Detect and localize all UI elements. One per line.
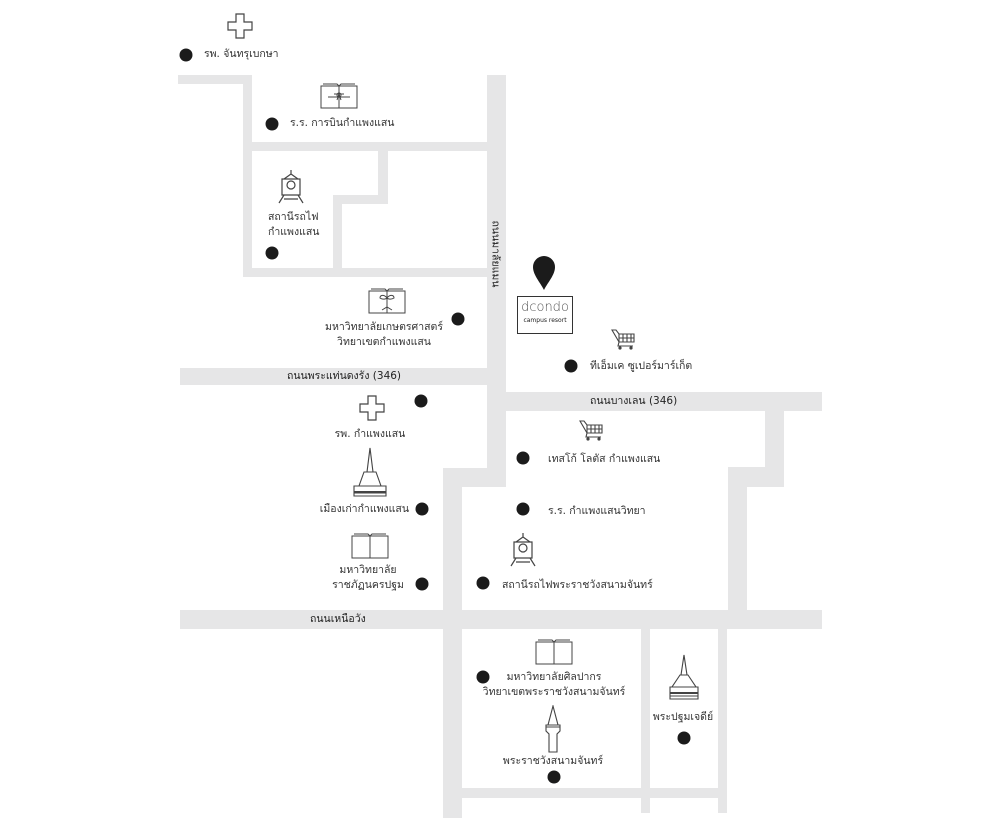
place-label-kps-hospital: รพ. กำแพงแสน xyxy=(334,428,406,440)
place-label-kps-station: สถานีรถไฟ กำแพงแสน xyxy=(268,210,319,240)
place-label-ku: มหาวิทยาลัยเกษตรศาสตร์ วิทยาเขตกำแพงแสน xyxy=(325,320,443,350)
road-phrataen xyxy=(180,368,487,385)
road xyxy=(178,75,252,84)
aviation-book-icon xyxy=(320,83,358,109)
place-label-aviation-school: ร.ร. การบินกำแพงแสน xyxy=(290,117,395,129)
map-marker[interactable] xyxy=(179,48,193,62)
map-marker[interactable] xyxy=(414,394,428,408)
road-label-nuawang: ถนนเหนือวัง xyxy=(310,613,366,625)
brand-tagline: campus resort xyxy=(523,317,567,324)
place-label-line: มหาวิทยาลัย xyxy=(339,564,397,576)
train-icon xyxy=(510,532,536,568)
road xyxy=(333,195,388,204)
road xyxy=(641,629,650,813)
hospital-cross-icon xyxy=(227,13,253,39)
place-label-palace: พระราชวังสนามจันทร์ xyxy=(502,755,604,767)
palace-tower-icon xyxy=(543,705,563,753)
road xyxy=(718,629,727,813)
hospital-cross-icon xyxy=(359,395,385,421)
map-marker[interactable] xyxy=(476,576,490,590)
shopping-cart-icon xyxy=(611,329,635,351)
map-marker[interactable] xyxy=(547,770,561,784)
book-icon xyxy=(351,533,389,559)
place-label-line: วิทยาเขตพระราชวังสนามจันทร์ xyxy=(482,686,626,698)
place-label-line: กำแพงแสน xyxy=(268,226,320,238)
place-label-line: วิทยาเขตกำแพงแสน xyxy=(337,336,431,348)
road-label-phrataen: ถนนพระแท่นดงรัง (346) xyxy=(286,370,402,382)
road xyxy=(443,468,462,818)
map-marker[interactable] xyxy=(564,359,578,373)
brand-name: dcondo xyxy=(521,300,569,315)
map-marker[interactable] xyxy=(516,451,530,465)
dcondo-logo[interactable]: dcondo campus resort xyxy=(517,296,573,334)
road-nuawang xyxy=(180,610,822,629)
place-label-old-city: เมืองเก่ากำแพงแสน xyxy=(319,503,409,515)
road xyxy=(333,195,342,277)
map-marker[interactable] xyxy=(415,577,429,591)
map-marker[interactable] xyxy=(476,670,490,684)
map-marker[interactable] xyxy=(265,117,279,131)
place-label-snj-station: สถานีรถไฟพระราชวังสนามจันทร์ xyxy=(502,579,653,591)
map-marker[interactable] xyxy=(265,246,279,260)
map-marker[interactable] xyxy=(415,502,429,516)
chedi-icon xyxy=(351,447,389,503)
place-label-chedi: พระปฐมเจดีย์ xyxy=(652,711,714,723)
train-icon xyxy=(278,169,304,205)
location-pin-icon[interactable] xyxy=(533,256,555,290)
place-label-silpakorn: มหาวิทยาลัยศิลปากร วิทยาเขตพระราชวังสนาม… xyxy=(483,670,626,700)
road xyxy=(243,142,488,151)
road xyxy=(243,75,252,277)
map-marker[interactable] xyxy=(677,731,691,745)
road-banglen xyxy=(505,392,822,411)
place-label-line: สถานีรถไฟ xyxy=(268,211,319,223)
place-label-npru: มหาวิทยาลัย ราชภัฏนครปฐม xyxy=(332,563,404,593)
map-marker[interactable] xyxy=(451,312,465,326)
place-label-kps-school: ร.ร. กำแพงแสนวิทยา xyxy=(548,505,646,517)
place-label-line: มหาวิทยาลัยศิลปากร xyxy=(506,671,602,683)
road-malaiman xyxy=(487,75,506,487)
map-marker[interactable] xyxy=(516,502,530,516)
road xyxy=(728,467,747,612)
place-label-tmk: ทีเอ็มเค ซูเปอร์มาร์เก็ต xyxy=(590,360,693,372)
place-label-line: ราชภัฏนครปฐม xyxy=(332,579,404,591)
road xyxy=(243,268,488,277)
place-label-chanbeksa: รพ. จันทรุเบกษา xyxy=(204,48,279,60)
road xyxy=(462,788,727,798)
road-label-malaiman: ถนนมาลัยแมน xyxy=(489,220,502,288)
road-label-banglen: ถนนบางเลน (346) xyxy=(590,395,678,407)
chedi-icon xyxy=(669,654,699,702)
place-label-line: มหาวิทยาลัยเกษตรศาสตร์ xyxy=(325,321,443,333)
agriculture-book-icon xyxy=(368,288,406,314)
road xyxy=(378,142,388,204)
shopping-cart-icon xyxy=(579,420,603,442)
book-icon xyxy=(535,639,573,665)
place-label-tesco: เทสโก้ โลตัส กำแพงแสน xyxy=(548,453,661,465)
